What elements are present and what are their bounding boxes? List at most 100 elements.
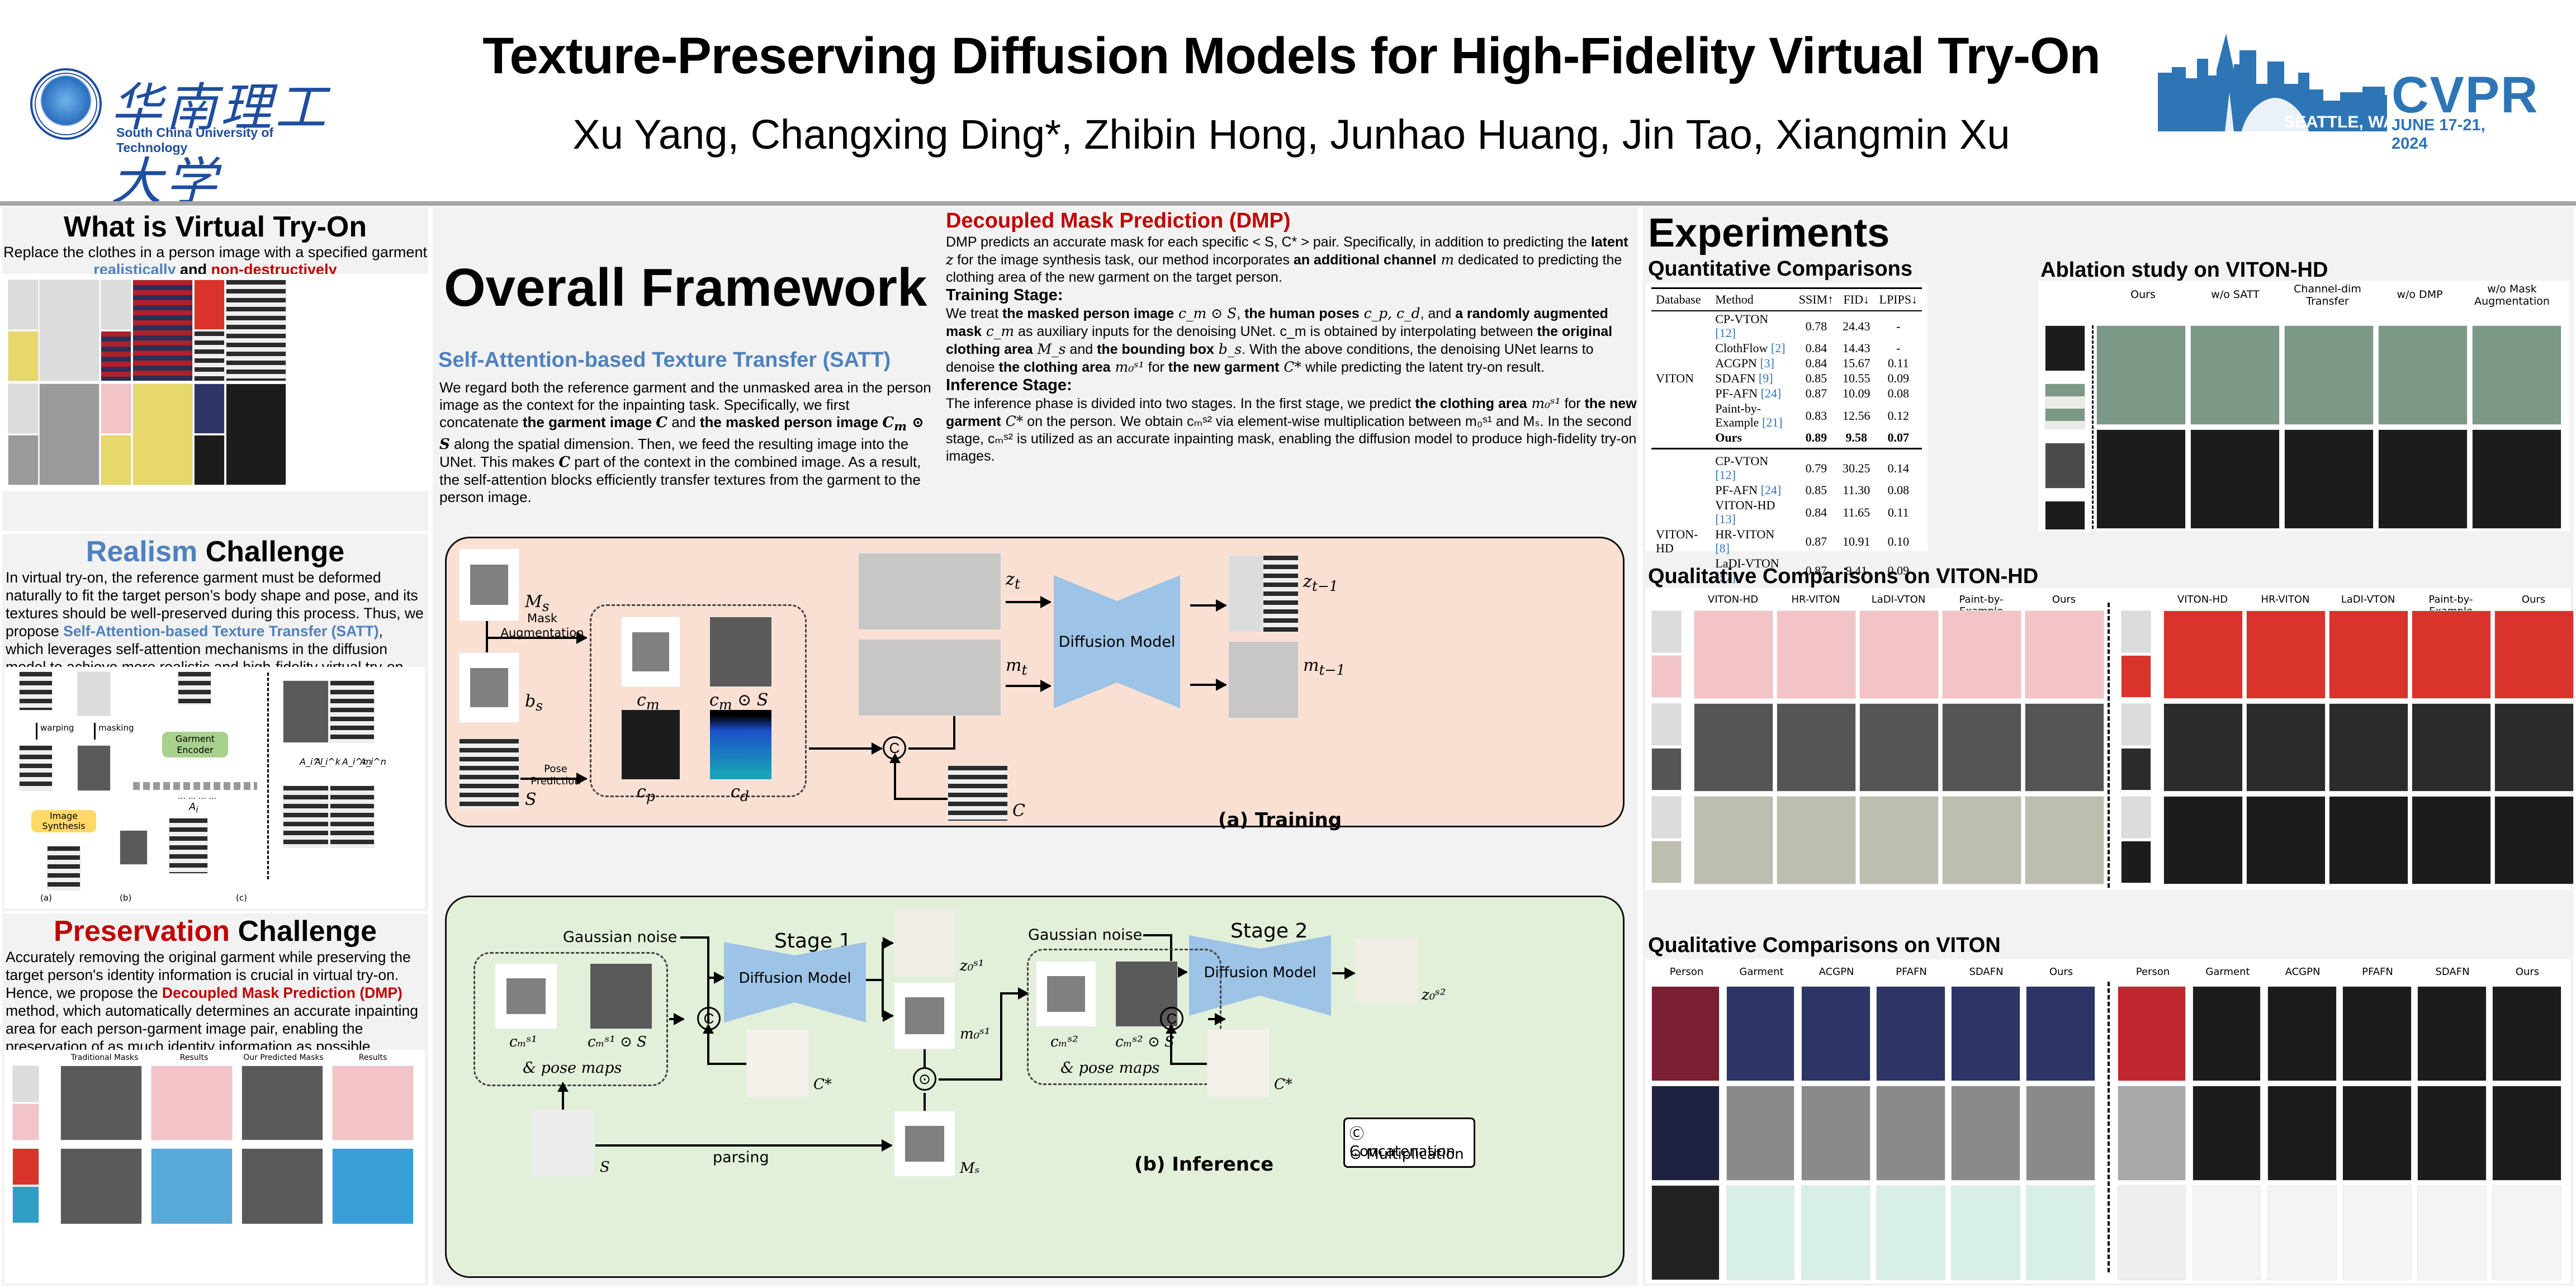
diffusion-model-shape [1054, 575, 1180, 708]
citation-link[interactable]: [12] [1715, 326, 1736, 340]
ablation-result-image [2190, 325, 2280, 425]
database-cell [1651, 356, 1711, 371]
ssim-cell: 0.89 [1794, 430, 1838, 449]
parsing-label: parsing [713, 1149, 769, 1166]
result-image [151, 1148, 233, 1224]
garment-image [1726, 1086, 1794, 1181]
cms1-s-label: cₘˢ¹ ⊙ S [588, 1034, 647, 1050]
citation-link[interactable]: [8] [1715, 541, 1730, 555]
section-title: Overall Framework [444, 258, 927, 318]
ssim-cell: 0.87 [1805, 563, 1827, 577]
example-garment-image [194, 435, 225, 485]
person-image [1651, 1185, 1720, 1280]
stage1-result-image [894, 910, 955, 977]
fid-cell: 10.55 [1843, 371, 1871, 385]
garment-image [330, 680, 375, 743]
vto-examples-grid [2, 274, 428, 491]
caption-b: (b) [120, 893, 132, 903]
database-cell [1651, 401, 1711, 430]
dmp-motivation-figure: Traditional Masks Results Our Predicted … [4, 1050, 425, 1284]
example-person-image [101, 280, 131, 330]
realism-challenge-section: Realism Challenge In virtual try-on, the… [2, 534, 428, 911]
citation-link[interactable]: [21] [1761, 415, 1783, 429]
target-garment-image [12, 1104, 39, 1140]
multiplication-icon: ⊙ [913, 1067, 936, 1091]
column-label: ACGPN [2285, 966, 2321, 978]
c-star-label-1: C* [813, 1076, 832, 1093]
result-image [332, 1066, 414, 1140]
fid-cell: 9.41 [1845, 563, 1868, 577]
comparison-result-image [2246, 703, 2326, 792]
training-caption: (a) Training [1218, 809, 1342, 831]
stage-2-label: Stage 2 [1230, 920, 1308, 943]
lpips-cell: 0.11 [1887, 356, 1909, 370]
column-label: Person [1669, 966, 1704, 978]
comparison-result-image [1777, 703, 1856, 792]
qual-viton-title: Qualitative Comparisons on VITON [1648, 934, 2001, 957]
cm-label: cm [637, 690, 660, 713]
stage2-result-image [1356, 937, 1418, 1003]
method-cell: CP-VTON [12] [1715, 312, 1769, 340]
diffusion-model-stage2-label: Diffusion Model [1204, 964, 1317, 981]
stage2-masked-person-image [1115, 961, 1178, 1027]
ssim-cell: 0.85 [1805, 371, 1827, 385]
input-garment-image [1651, 748, 1682, 790]
comparison-result-image [2494, 703, 2574, 792]
comparison-result-image [1777, 796, 1856, 884]
fid-cell: 14.43 [1843, 341, 1871, 355]
dmp-text-block: Decoupled Mask Prediction (DMP) DMP pred… [946, 209, 1639, 465]
traditional-mask-image [60, 1066, 142, 1140]
example-result-image [226, 383, 286, 485]
citation-link[interactable]: [9] [1758, 371, 1773, 385]
citation-link[interactable]: [12] [1715, 468, 1736, 482]
diffusion-model-stage1-label: Diffusion Model [738, 970, 851, 987]
paper-title: Texture-Preserving Diffusion Models for … [482, 27, 2100, 84]
gaussian-noise-label-2: Gaussian noise [1028, 926, 1143, 944]
stage1-mask-image [495, 963, 557, 1029]
comparison-result-image [2342, 1185, 2412, 1280]
example-result-image [226, 280, 286, 381]
inference-stage-heading: Inference Stage: [946, 376, 1072, 394]
ms-label: Ms [525, 592, 550, 614]
zt-label: zt [1006, 570, 1020, 592]
dmp-intro: DMP predicts an accurate mask for each s… [946, 234, 1628, 285]
column-label: Ours [2130, 288, 2156, 301]
column-label: Results [179, 1053, 209, 1062]
column-label: LaDI-VTON [1871, 594, 1926, 605]
citation-link[interactable]: [24] [1760, 386, 1782, 400]
comparison-result-image [2494, 610, 2574, 699]
person-image [2118, 1086, 2186, 1181]
clothing-area-mask-image [459, 548, 519, 621]
column-label: Ours [2052, 594, 2076, 605]
noisy-latent-zt-image [858, 553, 1001, 630]
fid-cell: 10.09 [1843, 386, 1871, 400]
token-row [133, 782, 257, 790]
section-title: What is Virtual Try-On [63, 211, 367, 243]
attention-label-l: A_i^l [300, 756, 323, 767]
masked-person-image [283, 680, 329, 743]
comparison-result-image [1876, 1185, 1945, 1280]
ablation-result-image [2378, 429, 2468, 529]
citation-link[interactable]: [2] [1770, 341, 1786, 355]
person-image [77, 671, 111, 716]
stage1-masked-person-image [590, 963, 652, 1029]
citation-link[interactable]: [13] [1715, 512, 1736, 526]
column-label: Garment [1739, 966, 1784, 978]
cvpr-name: CVPR [2392, 67, 2539, 124]
garment-image [178, 671, 211, 705]
example-result-image [132, 383, 193, 485]
example-person-image [101, 383, 131, 434]
fid-cell: 12.56 [1843, 408, 1871, 423]
ablation-result-image [2284, 325, 2374, 425]
column-label: Channel-dim Transfer [2294, 283, 2361, 307]
inference-stage-body: The inference phase is divided into two … [946, 395, 1637, 464]
citation-link[interactable]: [3] [1760, 356, 1774, 370]
synthesized-image [47, 846, 80, 891]
method-cell: Ours [1711, 430, 1794, 449]
citation-link[interactable]: [24] [1760, 483, 1782, 497]
citation-link[interactable]: [57] [1715, 570, 1736, 584]
person-image [2118, 1185, 2186, 1280]
input-garment-image [1651, 841, 1682, 883]
